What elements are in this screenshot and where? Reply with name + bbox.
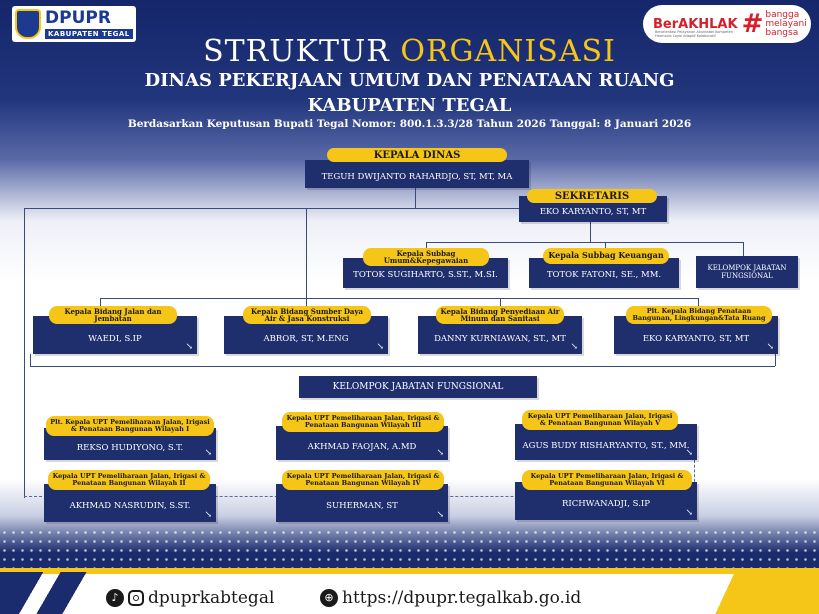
expand-arrow-icon: ↘: [766, 342, 774, 352]
instagram-icon: [128, 590, 144, 606]
bidang-jalan-label: Kepala Bidang Jalan dan Jembatan: [49, 306, 177, 324]
tagline-word: melayani: [765, 18, 807, 29]
dpupr-logo: DPUPR KABUPATEN TEGAL: [12, 6, 136, 42]
connector: [698, 298, 699, 308]
connector: [306, 298, 307, 308]
connector: [743, 242, 744, 258]
upt-5-box: AGUS BUDY RISHARYANTO, ST., MM. ↘: [515, 424, 697, 460]
connector: [100, 298, 101, 308]
logo-sub-text: KABUPATEN TEGAL: [45, 28, 133, 39]
upt-3-name: AKHMAD FAOJAN, A.MD: [307, 442, 417, 452]
bidang-jalan-name: WAEDI, S.IP: [88, 334, 142, 344]
agency-name: DINAS PEKERJAAN UMUM DAN PENATAAN RUANG: [144, 70, 675, 91]
expand-arrow-icon: ↘: [685, 448, 693, 458]
jabatan-fungsional-top-box: KELOMPOK JABATAN FUNGSIONAL: [696, 256, 798, 288]
connector: [24, 208, 25, 498]
subbag-keuangan-label: Kepala Subbag Keuangan: [543, 248, 669, 264]
website-link[interactable]: ⊕ https://dpupr.tegalkab.go.id: [320, 588, 581, 608]
subbag-umum-label: Kepala Subbag Umum&Kepegawaian: [363, 248, 489, 266]
subbag-umum-name: TOTOK SUGIHARTO, S.ST., M.SI.: [353, 270, 498, 280]
connector: [24, 208, 519, 209]
upt-4-name: SUHERMAN, ST: [326, 501, 398, 511]
social-handle-text: dpuprkabtegal: [148, 588, 275, 608]
berakhlak-word: BerAKHLAK: [653, 16, 738, 32]
logo-main-text: DPUPR: [45, 7, 111, 28]
footer-slash-right: [679, 572, 819, 614]
jabatan-fungsional-mid-text: KELOMPOK JABATAN FUNGSIONAL: [332, 382, 504, 392]
upt-3-label: Kepala UPT Pemeliharaan Jalan, Irigasi &…: [282, 412, 444, 432]
berakhlak-logo: BerAKHLAK Berorientasi Pelayanan Akuntab…: [643, 5, 811, 43]
footer-slash-left: [0, 572, 120, 614]
title-part-2: ORGANISASI: [400, 34, 616, 69]
connector: [30, 366, 775, 367]
dot-pattern: [0, 528, 819, 572]
hashtag-icon: #: [741, 9, 764, 39]
expand-arrow-icon: ↘: [204, 448, 212, 458]
connector: [500, 298, 501, 308]
kepala-dinas-box: TEGUH DWIJANTO RAHARDJO, ST, MT, MA: [305, 160, 529, 188]
bidang-sda-name: ABROR, ST, M.ENG: [263, 334, 349, 344]
expand-arrow-icon: ↘: [204, 510, 212, 520]
tiktok-icon: ♪: [106, 589, 124, 607]
social-handle[interactable]: ♪ dpuprkabtegal: [106, 588, 274, 608]
kepala-dinas-name: TEGUH DWIJANTO RAHARDJO, ST, MT, MA: [321, 172, 513, 182]
expand-arrow-icon: ↘: [185, 342, 193, 352]
page-title: STRUKTUR ORGANISASI: [0, 34, 819, 69]
kepala-dinas-label: KEPALA DINAS: [327, 148, 507, 162]
connector: [426, 242, 744, 243]
region-name: KABUPATEN TEGAL: [307, 95, 512, 116]
bidang-sda-label: Kepala Bidang Sumber Daya Air & Jasa Kon…: [243, 306, 371, 324]
sekretaris-label: SEKRETARIS: [527, 189, 657, 203]
decree-text: Berdasarkan Keputusan Bupati Tegal Nomor…: [127, 118, 692, 130]
bidang-airminum-name: DANNY KURNIAWAN, ST., MT: [434, 334, 566, 344]
dashed-connector: [694, 460, 696, 496]
berakhlak-subtitle: Berorientasi Pelayanan Akuntabel Kompete…: [655, 30, 733, 38]
upt-2-box: AKHMAD NASRUDIN, S.ST. ↘: [44, 484, 216, 522]
connector: [415, 188, 416, 208]
upt-5-name: AGUS BUDY RISHARYANTO, ST., MM.: [522, 441, 690, 451]
bidang-bangunan-label: Plt. Kepala Bidang Penataan Bangunan, Li…: [626, 306, 772, 324]
connector: [775, 354, 776, 366]
jabatan-fungsional-mid-box: KELOMPOK JABATAN FUNGSIONAL: [299, 376, 537, 398]
expand-arrow-icon: ↘: [436, 448, 444, 458]
upt-4-box: SUHERMAN, ST ↘: [276, 484, 448, 522]
upt-1-label: Plt. Kepala UPT Pemeliharaan Jalan, Irig…: [46, 416, 214, 436]
upt-5-label: Kepala UPT Pemeliharaan Jalan, Irigasi &…: [522, 410, 678, 430]
upt-4-label: Kepala UPT Pemeliharaan Jalan, Irigasi &…: [282, 470, 444, 490]
connector: [306, 208, 307, 298]
tagline-word: bangsa: [765, 27, 799, 38]
upt-2-name: AKHMAD NASRUDIN, S.ST.: [69, 501, 191, 511]
upt-6-name: RICHWANADJI, S.IP: [562, 499, 650, 509]
tagline: bangga melayani bangsa: [765, 9, 807, 38]
expand-arrow-icon: ↘: [570, 342, 578, 352]
title-part-1: STRUKTUR: [203, 34, 401, 69]
globe-icon: ⊕: [320, 589, 338, 607]
expand-arrow-icon: ↘: [376, 342, 384, 352]
website-text: https://dpupr.tegalkab.go.id: [342, 588, 582, 608]
bidang-bangunan-name: EKO KARYANTO, ST, MT: [642, 334, 750, 344]
footer-stripe: [0, 568, 819, 574]
connector: [30, 354, 31, 366]
tagline-word: bangga: [765, 9, 800, 20]
upt-6-label: Kepala UPT Pemeliharaan Jalan, Irigasi &…: [522, 470, 692, 490]
connector: [590, 222, 591, 242]
jabatan-fungsional-top-text: KELOMPOK JABATAN FUNGSIONAL: [707, 264, 787, 280]
bidang-airminum-label: Kepala Bidang Penyediaan Air Minum dan S…: [436, 306, 564, 324]
expand-arrow-icon: ↘: [685, 508, 693, 518]
connector: [100, 298, 698, 299]
upt-1-name: REKSO HUDIYONO, S.T.: [76, 443, 184, 453]
expand-arrow-icon: ↘: [436, 510, 444, 520]
subbag-keuangan-name: TOTOK FATONI, SE., MM.: [546, 270, 662, 280]
sekretaris-name: EKO KARYANTO, ST, MT: [539, 207, 647, 217]
tegal-emblem-icon: [15, 9, 41, 39]
upt-2-label: Kepala UPT Pemeliharaan Jalan, Irigasi &…: [48, 470, 210, 490]
